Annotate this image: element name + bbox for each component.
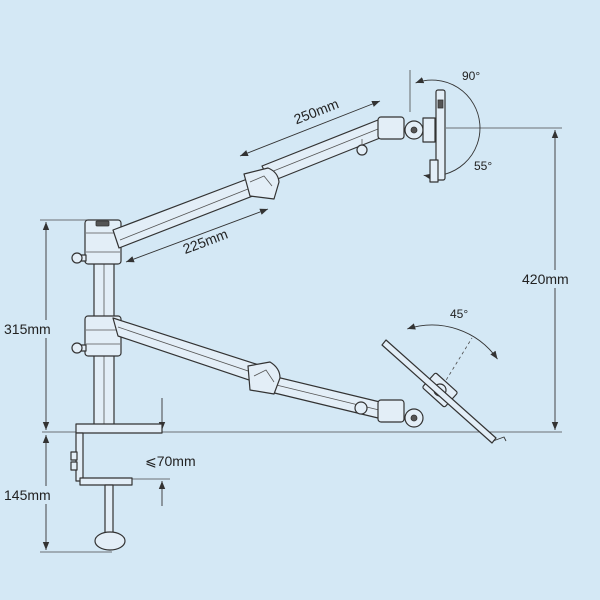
lower-head-bolt-center xyxy=(410,414,418,422)
monitor-bracket xyxy=(422,117,436,143)
label-70mm: ⩽70mm xyxy=(145,453,196,469)
upper-inner-arm-edge xyxy=(119,186,254,241)
upper-head-bolt-center xyxy=(410,126,418,134)
lower-head-joint xyxy=(377,399,405,423)
label-145mm: 145mm xyxy=(4,487,51,503)
upper-head-joint xyxy=(377,116,405,140)
label-420mm: 420mm xyxy=(522,271,569,287)
label-90-degrees: 90° xyxy=(462,69,480,83)
label-315mm-backdrop xyxy=(2,320,56,338)
lower-elbow-joint xyxy=(247,361,281,395)
upper-lock-knob xyxy=(71,252,83,264)
clamp-bottom-plate xyxy=(79,477,133,486)
laptop-tray-lip xyxy=(492,436,507,442)
upper-spring-knob xyxy=(356,144,368,156)
label-420mm-backdrop xyxy=(520,270,580,288)
lower-spring-knob xyxy=(354,401,368,415)
pole xyxy=(71,219,122,427)
label-315mm: 315mm xyxy=(4,321,51,337)
upper-elbow-joint xyxy=(243,167,280,200)
clamp-tab xyxy=(70,451,78,461)
lower-inner-arm-edge xyxy=(117,326,261,376)
dimension-line-225 xyxy=(125,208,269,263)
monitor-vesa-plate xyxy=(435,89,446,181)
lower-elbow-detail xyxy=(253,369,275,383)
clamp-screw xyxy=(104,484,114,536)
upper-collar xyxy=(84,219,122,265)
tray-tilt-arc xyxy=(407,323,498,360)
monitor-plate-foot xyxy=(429,159,439,183)
upper-arm xyxy=(112,89,446,249)
laptop-tray xyxy=(381,339,497,444)
monitor-tilt-arc xyxy=(415,77,481,180)
label-55-degrees: 55° xyxy=(474,159,492,173)
label-45-degrees: 45° xyxy=(450,307,468,321)
lower-arm xyxy=(112,317,507,444)
label-145mm-backdrop xyxy=(2,486,56,504)
clamp-top-plate xyxy=(75,423,163,434)
label-70mm-backdrop xyxy=(143,452,213,470)
lower-lock-knob xyxy=(71,342,83,354)
tray-tilt-dashed-line xyxy=(439,337,473,391)
monitor-plate-tab xyxy=(437,99,444,109)
clamp-tab xyxy=(70,461,78,471)
upper-collar-cap xyxy=(95,220,110,227)
dimension-line-250 xyxy=(239,100,381,157)
upper-outer-arm-edge xyxy=(265,128,379,175)
upper-elbow-detail xyxy=(249,175,273,187)
clamp-screw-knob xyxy=(94,531,126,551)
desk-clamp xyxy=(70,423,163,551)
